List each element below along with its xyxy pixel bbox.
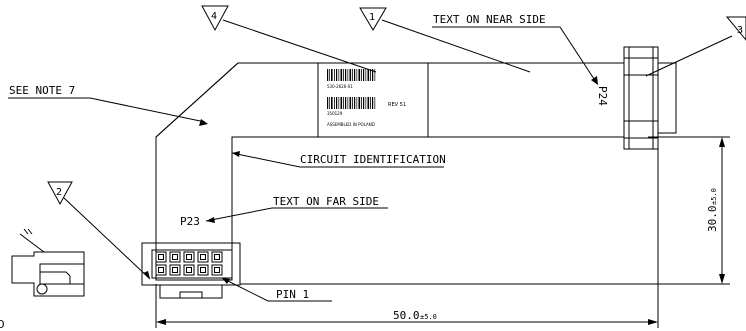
circuit-identification-label: CIRCUIT IDENTIFICATION	[300, 153, 446, 166]
cable-fold-diagonal	[155, 62, 239, 138]
connector-pins	[155, 251, 223, 276]
date-code-text: 350129	[327, 111, 343, 116]
leader-pin1	[221, 277, 332, 302]
assembled-text: ASSEMBLED IN POLAND	[327, 122, 375, 127]
callout-triangle-4	[201, 5, 229, 32]
height-dimension-tolerance: ±5.0	[710, 188, 718, 205]
leader-4	[222, 19, 377, 73]
width-dimension-value: 50.0	[393, 309, 420, 322]
leader-near-side	[432, 26, 597, 83]
height-dimension-value: 30.0	[706, 206, 719, 233]
label-sticker	[317, 62, 429, 138]
text-near-side-label: TEXT ON NEAR SIDE	[433, 13, 546, 26]
leader-see-note	[8, 97, 206, 123]
leader-1	[381, 19, 531, 73]
flex-cable-outline	[155, 62, 625, 281]
edge-letter: D	[0, 318, 5, 331]
connector-side-view	[11, 228, 85, 297]
bottom-connector	[141, 242, 241, 299]
callout-triangle-2	[47, 181, 73, 206]
callout-2-number: 2	[56, 187, 62, 198]
leader-far-side	[205, 207, 388, 222]
leader-3	[645, 35, 733, 77]
p23-label: P23	[180, 215, 200, 228]
callout-3-number: 3	[737, 25, 743, 36]
callout-1-number: 1	[369, 12, 375, 23]
see-note-label: SEE NOTE 7	[9, 84, 75, 97]
pin-1-label: PIN 1	[276, 288, 309, 301]
text-far-side-label: TEXT ON FAR SIDE	[273, 195, 379, 208]
p24-label: P24	[596, 86, 609, 106]
callout-triangle-1	[359, 7, 387, 31]
width-dimension-tolerance: ±5.0	[420, 313, 437, 321]
callout-triangle-3	[725, 16, 746, 41]
rev-text: REV 51	[388, 102, 406, 108]
leader-circuit-id	[231, 152, 444, 168]
barcode-top	[327, 69, 376, 81]
part-number-text: 530-2626-01	[327, 84, 353, 89]
leader-2	[63, 197, 151, 280]
barcode-bottom	[327, 97, 376, 109]
right-connector	[623, 46, 677, 150]
callout-4-number: 4	[211, 11, 217, 22]
